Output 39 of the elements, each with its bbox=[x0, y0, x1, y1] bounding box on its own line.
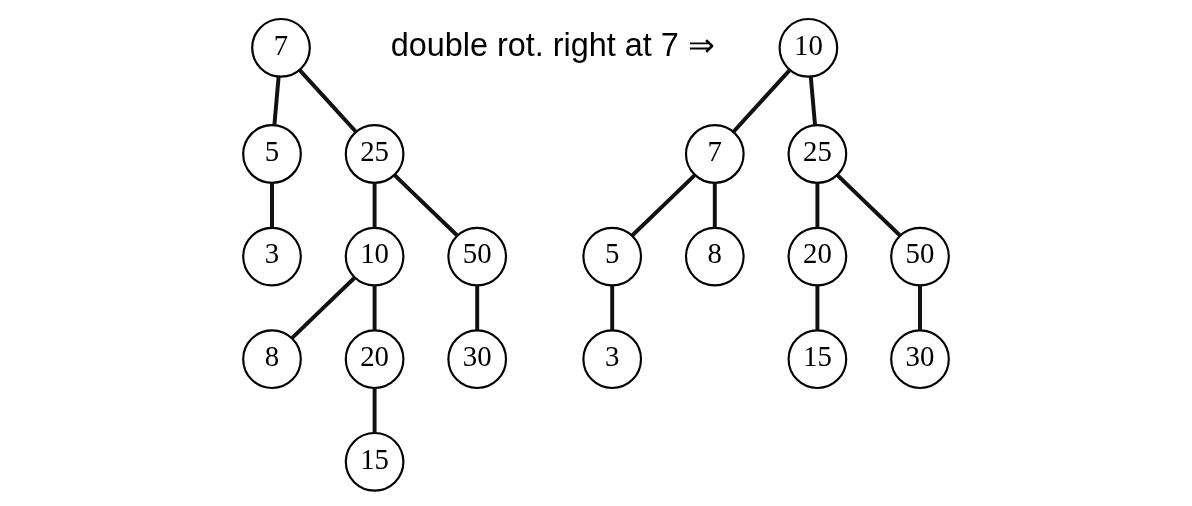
node-circle: 20 bbox=[787, 226, 848, 287]
node-circle: 5 bbox=[582, 226, 643, 287]
node-circle: 10 bbox=[778, 17, 839, 78]
connector bbox=[732, 69, 791, 133]
label: double rot. right at 7 ⇒ bbox=[390, 26, 715, 63]
connector bbox=[836, 173, 902, 237]
connector bbox=[372, 285, 377, 331]
node-circle: 8 bbox=[684, 226, 745, 287]
node-circle: 10 bbox=[344, 226, 405, 287]
node-circle: 7 bbox=[251, 17, 311, 78]
connector bbox=[808, 76, 817, 126]
node-circle: 20 bbox=[344, 329, 405, 390]
connector bbox=[372, 388, 377, 433]
connector bbox=[298, 69, 358, 133]
node-circle: 5 bbox=[242, 124, 302, 184]
connector bbox=[270, 182, 274, 228]
connector bbox=[372, 182, 377, 228]
node-circle: 3 bbox=[242, 226, 302, 287]
connector bbox=[815, 285, 820, 331]
connector bbox=[631, 173, 696, 237]
node-circle: 7 bbox=[684, 124, 745, 184]
node-circle: 15 bbox=[787, 329, 848, 390]
node-circle: 30 bbox=[447, 329, 508, 390]
node-circle: 3 bbox=[582, 329, 643, 390]
connector bbox=[290, 276, 356, 340]
connector bbox=[393, 173, 459, 237]
node-circle: 8 bbox=[242, 329, 302, 390]
connector bbox=[815, 182, 820, 228]
node-circle: 50 bbox=[447, 226, 508, 287]
node-circle: 25 bbox=[344, 124, 405, 184]
connector bbox=[610, 285, 615, 331]
node-circle: 50 bbox=[890, 226, 950, 287]
node-circle: 30 bbox=[890, 329, 950, 390]
connector bbox=[712, 182, 717, 228]
connector bbox=[918, 285, 922, 331]
node-circle: 25 bbox=[787, 124, 848, 184]
connector bbox=[272, 76, 281, 126]
connector bbox=[475, 285, 480, 331]
node-circle: 15 bbox=[344, 431, 405, 492]
